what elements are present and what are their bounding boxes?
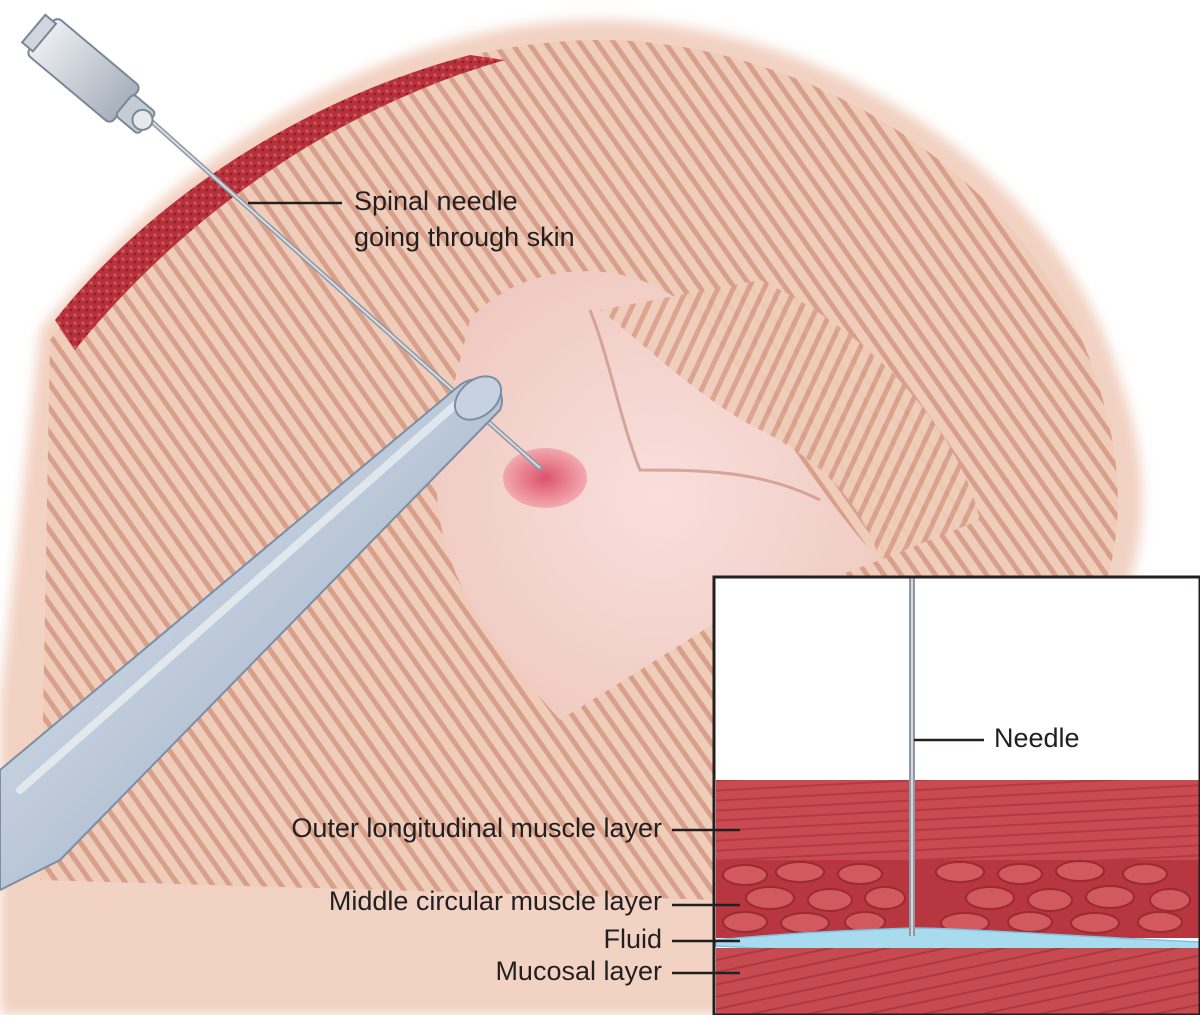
middle-circular-layer [716,860,1200,938]
needle-label: Needle [994,725,1080,752]
outer-longitudinal-layer [716,780,1200,860]
outer-layer-label: Outer longitudinal muscle layer [291,815,662,842]
spinal-needle-label-line2: going through skin [354,224,575,251]
fluid-label: Fluid [603,926,662,953]
mucosal-layer-label: Mucosal layer [495,958,662,985]
spinal-needle-label: Spinal needle [354,188,518,215]
injection-site [503,448,587,508]
mucosal-layer [716,948,1200,1015]
inset-cross-section [714,577,1200,1015]
middle-layer-label: Middle circular muscle layer [329,888,662,915]
